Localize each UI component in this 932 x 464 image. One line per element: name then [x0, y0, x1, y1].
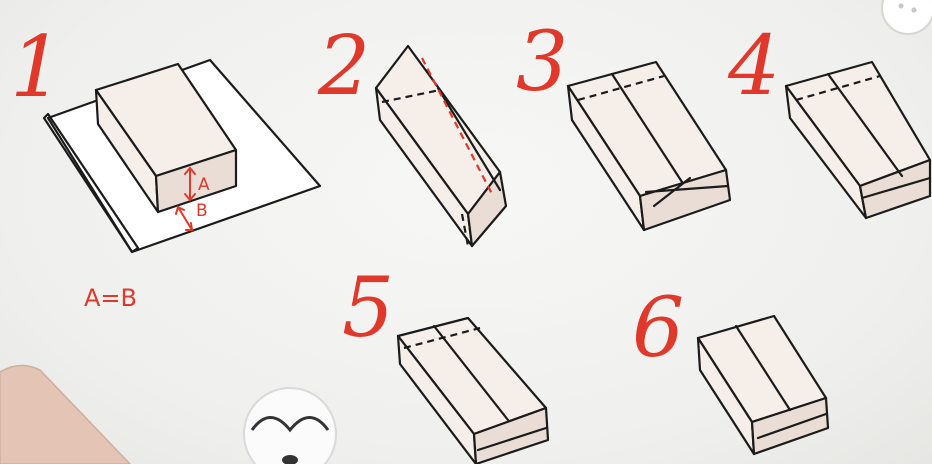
step-1-diagram: 1 A B A=B [10, 18, 320, 312]
jingle-bell-decoration [244, 388, 336, 464]
step-2-diagram: 2 [317, 19, 506, 246]
step-6-diagram: 6 [632, 281, 828, 454]
step-4-diagram: 4 [727, 19, 930, 218]
step-2-number: 2 [317, 19, 370, 114]
step-4-number: 4 [727, 19, 780, 114]
step-6-number: 6 [632, 281, 684, 376]
step-5-number: 5 [342, 261, 394, 356]
gift-box-corner-decoration [0, 365, 130, 464]
equation-a-equals-b: A=B [84, 284, 137, 312]
step-5-diagram: 5 [342, 261, 548, 464]
step-3-number: 3 [516, 15, 568, 110]
label-b: B [196, 201, 208, 221]
button-decoration [882, 0, 932, 34]
step-3-diagram: 3 [516, 15, 730, 230]
label-a: A [198, 175, 210, 195]
step-1-number: 1 [10, 18, 63, 116]
